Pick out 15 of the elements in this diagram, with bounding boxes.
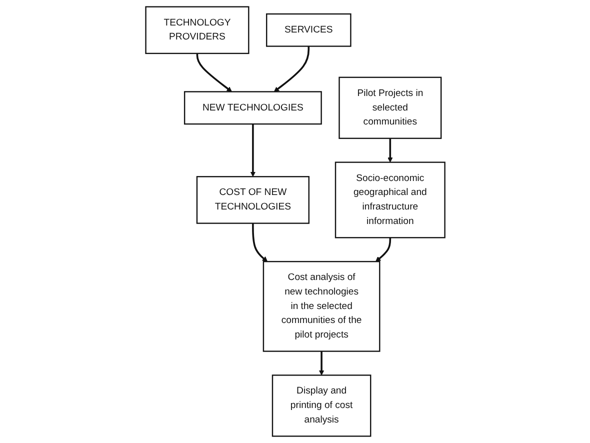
arrow — [196, 53, 232, 92]
node-box: TECHNOLOGY PROVIDERS — [144, 6, 249, 54]
node-box: Pilot Projects in selected communities — [338, 76, 442, 139]
arrow — [387, 138, 392, 163]
node-box: NEW TECHNOLOGIES — [184, 91, 322, 125]
arrow — [375, 238, 391, 262]
node-box: Socio-economic geographical and infrastructure information — [334, 162, 446, 238]
node-box: COST OF NEW TECHNOLOGIES — [196, 176, 310, 224]
arrow — [318, 351, 324, 376]
node-box: Cost analysis of new technologies in the selected communities of the pilot projects — [262, 260, 380, 352]
arrow — [252, 223, 268, 262]
arrow — [274, 46, 310, 92]
arrow — [250, 124, 256, 177]
node-box: SERVICES — [266, 13, 351, 47]
node-box: Display and printing of cost analysis — [272, 374, 371, 437]
